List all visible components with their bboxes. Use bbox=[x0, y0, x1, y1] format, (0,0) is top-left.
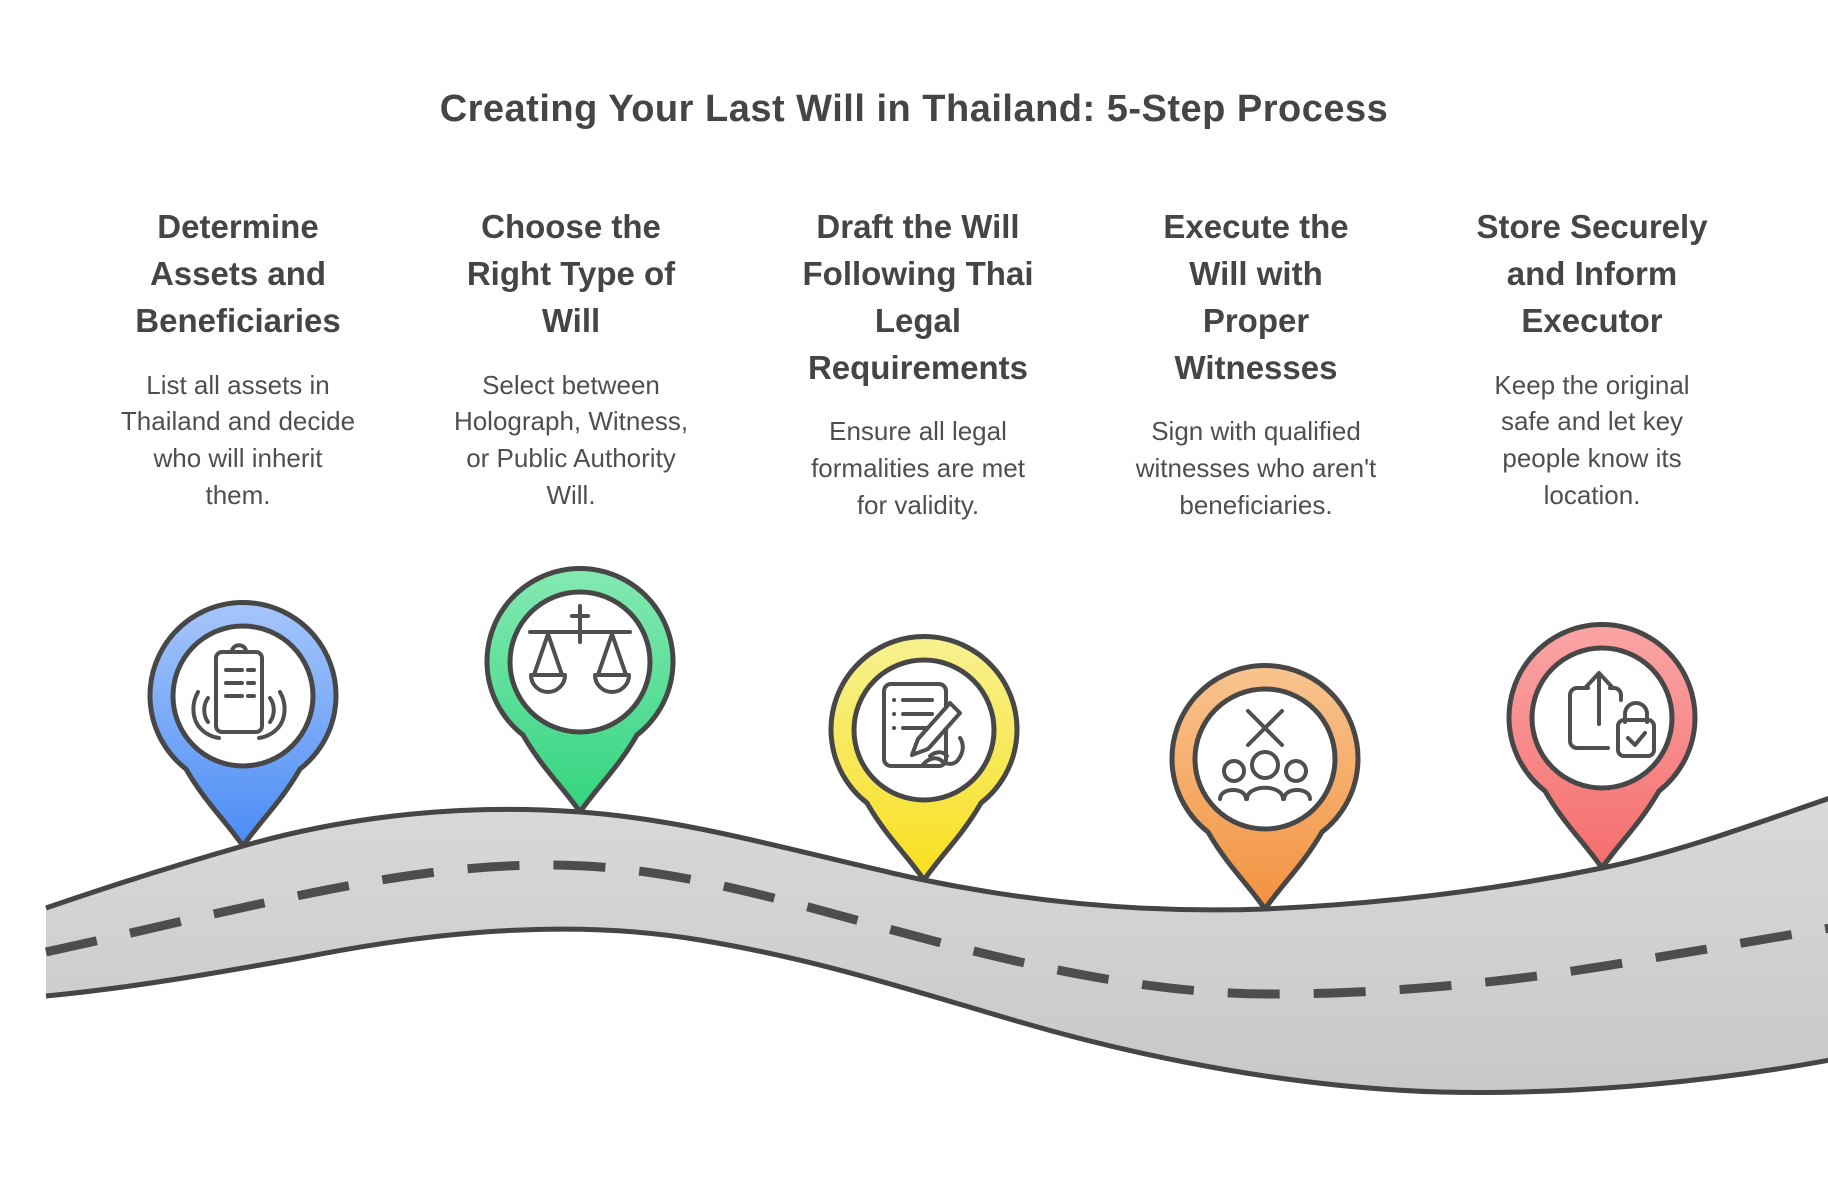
step-1-description: List all assets in Thailand and decide w… bbox=[120, 369, 356, 511]
step-5-description: Keep the original safe and let key peopl… bbox=[1494, 369, 1690, 511]
pin-step-2 bbox=[484, 566, 676, 815]
document-signing-icon bbox=[882, 682, 965, 768]
pin-step-1 bbox=[147, 600, 339, 849]
secure-storage-icon bbox=[1568, 671, 1656, 758]
step-3-heading: Draft the Will Following Thai Legal Requ… bbox=[802, 208, 1034, 386]
step-column-4: Execute the Will with Proper Witnesses S… bbox=[1091, 204, 1421, 524]
page-title: Creating Your Last Will in Thailand: 5-S… bbox=[439, 88, 1389, 130]
scales-of-justice-icon bbox=[528, 604, 632, 694]
step-column-1: Determine Assets and Beneficiaries List … bbox=[73, 204, 403, 514]
step-5-heading: Store Securely and Inform Executor bbox=[1476, 208, 1708, 339]
step-4-description: Sign with qualified witnesses who aren't… bbox=[1135, 416, 1377, 521]
step-2-heading: Choose the Right Type of Will bbox=[466, 208, 676, 339]
step-2-description: Select between Holograph, Witness, or Pu… bbox=[453, 369, 689, 511]
step-column-5: Store Securely and Inform Executor Keep … bbox=[1427, 204, 1757, 514]
step-4-heading: Execute the Will with Proper Witnesses bbox=[1163, 208, 1349, 386]
pin-step-4 bbox=[1169, 663, 1361, 912]
witnesses-excluded-icon bbox=[1218, 709, 1312, 801]
step-1-heading: Determine Assets and Beneficiaries bbox=[135, 208, 341, 339]
road-bottom-edge bbox=[45, 926, 1828, 1095]
road-centerline-dashed bbox=[45, 860, 1828, 999]
clipboard-in-hands-icon bbox=[191, 643, 287, 740]
step-3-description: Ensure all legal formalities are met for… bbox=[811, 416, 1025, 521]
step-column-2: Choose the Right Type of Will Select bet… bbox=[406, 204, 736, 514]
pin-step-3 bbox=[828, 634, 1020, 883]
pin-step-5 bbox=[1506, 622, 1698, 871]
step-column-3: Draft the Will Following Thai Legal Requ… bbox=[753, 204, 1083, 524]
